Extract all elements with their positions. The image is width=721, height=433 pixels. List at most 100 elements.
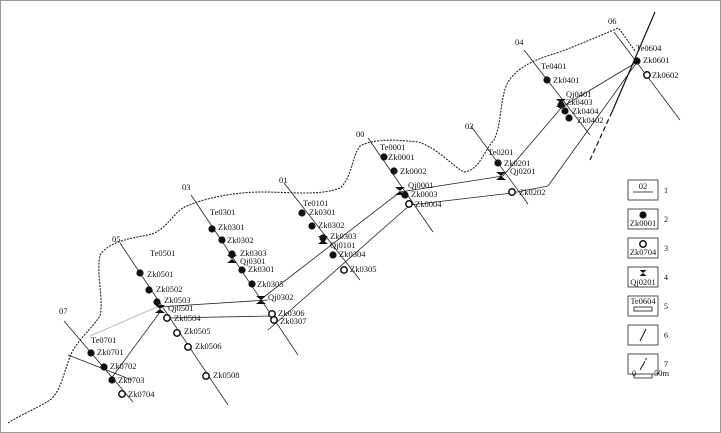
- drill-open-label: Zk0704: [128, 389, 155, 399]
- legend-item: 6: [627, 324, 668, 346]
- drill-solid-label: Zk0305: [257, 279, 283, 289]
- drill-solid-marker: [136, 269, 144, 277]
- shaft-label: Qj0401: [566, 89, 592, 99]
- profile-number: 04: [515, 37, 524, 47]
- trench-label: Te0101: [303, 198, 328, 208]
- fault-icon: [639, 328, 647, 342]
- drill-solid-marker: [633, 57, 641, 65]
- profile-number: 05: [112, 234, 121, 244]
- drill-solid-marker: [565, 114, 573, 122]
- shaft-marker: [318, 236, 328, 244]
- drill-open-marker: [508, 188, 516, 196]
- drill-solid-label: Zk0002: [400, 166, 426, 176]
- drill-open-label: Zk0602: [652, 70, 678, 80]
- trench-label: Te0301: [210, 207, 235, 217]
- legend-number: 6: [664, 331, 668, 340]
- legend-sample: Zk0001: [630, 218, 656, 228]
- drill-solid-marker: [248, 280, 256, 288]
- shaft-marker: [227, 255, 237, 263]
- drill-open-marker: [270, 316, 278, 324]
- shaft-marker: [496, 172, 506, 180]
- scale-start: 0: [632, 368, 636, 378]
- drill-solid-label: Zk0201: [504, 158, 530, 168]
- drill-solid-marker: [100, 363, 108, 371]
- drill-solid-icon: [639, 211, 647, 219]
- trench-icon: [633, 306, 653, 312]
- legend-number: 3: [664, 244, 668, 253]
- drill-solid-marker: [238, 266, 246, 274]
- drill-solid-label: Zk0601: [643, 55, 669, 65]
- drill-open-label: Zk0202: [519, 187, 545, 197]
- shaft-label: Qj0302: [268, 292, 294, 302]
- drill-open-marker: [405, 200, 413, 208]
- drill-solid-marker: [557, 101, 565, 109]
- drill-solid-marker: [329, 251, 337, 259]
- drill-solid-marker: [401, 191, 409, 199]
- trench-label: Te0701: [91, 335, 116, 345]
- drill-solid-label: Zk0502: [156, 284, 182, 294]
- legend-number: 5: [664, 302, 668, 311]
- drill-open-label: Zk0508: [213, 370, 239, 380]
- drill-solid-label: Zk0301: [218, 222, 244, 232]
- legend-box: [627, 179, 659, 201]
- drill-solid-label: Zk0501: [147, 269, 173, 279]
- legend-item: Qj0201 4: [627, 266, 668, 288]
- drill-solid-label: Zk0304: [339, 249, 366, 259]
- drill-solid-marker: [208, 225, 216, 233]
- drill-solid-label: Zk0302: [227, 235, 253, 245]
- drill-solid-marker: [380, 153, 388, 161]
- legend-item: Zk0001 2: [627, 208, 668, 230]
- trench-label: Te0501: [150, 248, 175, 258]
- profile-number: 02: [465, 121, 474, 131]
- shaft-marker: [256, 296, 266, 304]
- legend-item: 7: [627, 353, 668, 375]
- drill-solid-marker: [308, 222, 316, 230]
- drill-open-label: Zk0504: [174, 313, 201, 323]
- drill-solid-marker: [218, 236, 226, 244]
- connecting-lines: [67, 61, 638, 381]
- drill-solid-marker: [145, 286, 153, 294]
- drill-open-label: Zk0306: [278, 308, 304, 318]
- drill-solid-marker: [494, 159, 502, 167]
- drill-solid-marker: [298, 209, 306, 217]
- drill-solid-label: Zk0703: [118, 375, 144, 385]
- trench-label: Te0201: [488, 147, 513, 157]
- drill-solid-marker: [153, 298, 161, 306]
- drill-open-marker: [202, 372, 210, 380]
- drill-open-label: Zk0505: [184, 326, 210, 336]
- trench-label: Te0001: [380, 142, 405, 152]
- profile-number: 03: [182, 182, 191, 192]
- shaft-marker: [155, 305, 165, 313]
- drill-solid-label: Zk0301: [309, 207, 335, 217]
- drill-solid-marker: [87, 349, 95, 357]
- legend-sample: 02: [639, 181, 648, 191]
- drill-solid-label: Zk0303: [330, 231, 356, 241]
- boundary-line: [7, 27, 637, 424]
- drill-solid-label: Zk0301: [248, 264, 274, 274]
- inferred-fault-icon: [639, 362, 645, 371]
- legend-box: [627, 208, 659, 230]
- profile-number: 07: [59, 306, 68, 316]
- profile-number: 01: [279, 175, 288, 185]
- legend-sample: Qj0201: [630, 277, 656, 287]
- legend-number: 2: [664, 215, 668, 224]
- drill-open-marker: [643, 71, 651, 79]
- drill-solid-marker: [390, 167, 398, 175]
- drill-solid-label: Zk0702: [110, 361, 136, 371]
- profile-number: 00: [356, 129, 365, 139]
- drill-open-marker: [118, 390, 126, 398]
- drill-solid-label: Zk0404: [572, 106, 599, 116]
- scale-end: 50m: [654, 368, 670, 378]
- drill-open-label: Zk0305: [350, 264, 376, 274]
- drill-open-marker: [173, 329, 181, 337]
- drill-solid-label: Zk0001: [388, 152, 414, 162]
- drill-open-marker: [163, 314, 171, 322]
- legend-number: 4: [664, 273, 668, 282]
- drill-solid-label: Zk0003: [411, 189, 437, 199]
